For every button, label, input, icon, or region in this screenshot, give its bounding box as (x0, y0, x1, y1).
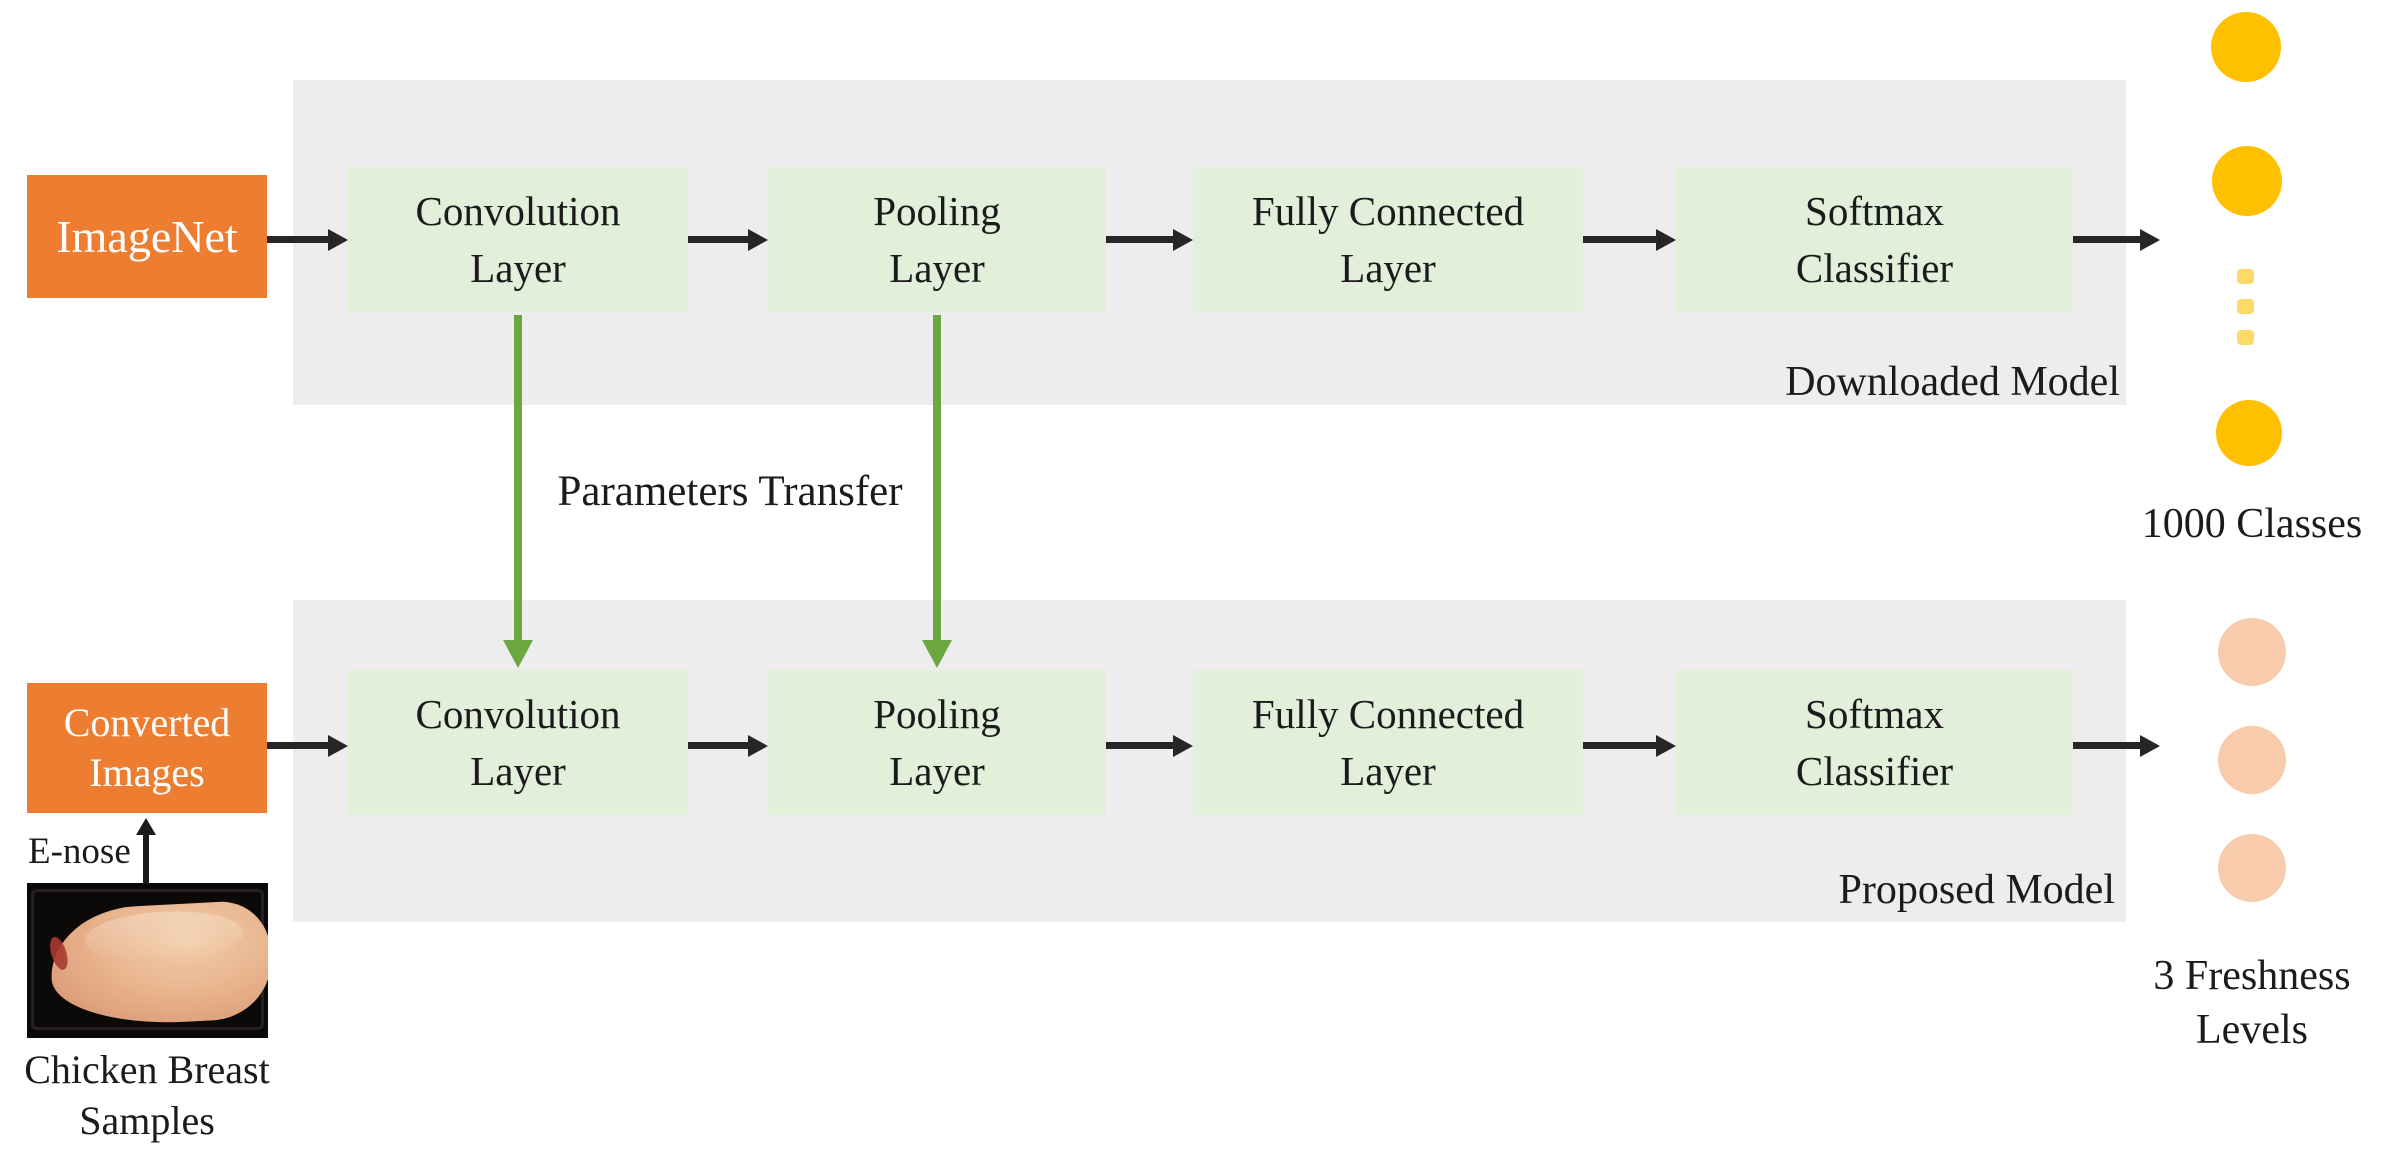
ellipsis-dot-icon (2237, 269, 2254, 284)
class-node-icon (2211, 12, 2281, 82)
flow-arrow-icon (1106, 236, 1173, 243)
downloaded-model-label: Downloaded Model (1785, 359, 2120, 405)
samples-caption: Chicken Breast Samples (24, 1047, 270, 1144)
flow-arrow-icon (688, 236, 748, 243)
proposed-softmax-classifier-box: Softmax Classifier (1676, 670, 2073, 815)
converted-images-input-box: Converted Images (27, 683, 267, 813)
parameters-transfer-arrow-icon (514, 315, 522, 640)
downloaded-convolution-layer-box: Convolution Layer (348, 167, 688, 312)
class-node-icon (2212, 146, 2282, 216)
enose-label: E-nose (28, 831, 131, 872)
flow-arrow-icon (267, 236, 328, 243)
imagenet-input-box: ImageNet (27, 175, 267, 298)
ellipsis-dot-icon (2237, 299, 2254, 314)
parameters-transfer-arrow-icon (933, 315, 941, 640)
flow-arrow-icon (267, 742, 328, 749)
enose-arrow-icon (143, 835, 149, 883)
ellipsis-dot-icon (2237, 330, 2254, 345)
freshness-node-icon (2218, 726, 2286, 794)
flow-arrow-icon (1583, 236, 1656, 243)
flow-arrow-icon (1583, 742, 1656, 749)
parameters-transfer-label: Parameters Transfer (557, 468, 903, 515)
downloaded-softmax-classifier-box: Softmax Classifier (1676, 167, 2073, 312)
freshness-node-icon (2218, 834, 2286, 902)
proposed-convolution-layer-box: Convolution Layer (348, 670, 688, 815)
class-node-icon (2216, 400, 2282, 466)
flow-arrow-icon (2073, 236, 2140, 243)
classes-count-label: 1000 Classes (2141, 501, 2363, 547)
proposed-model-label: Proposed Model (1838, 867, 2116, 913)
proposed-pooling-layer-box: Pooling Layer (768, 670, 1106, 815)
downloaded-pooling-layer-box: Pooling Layer (768, 167, 1106, 312)
chicken-breast-photo (27, 883, 268, 1038)
freshness-node-icon (2218, 618, 2286, 686)
freshness-levels-label: 3 Freshness Levels (2153, 953, 2351, 1053)
flow-arrow-icon (688, 742, 748, 749)
downloaded-fully-connected-layer-box: Fully Connected Layer (1193, 167, 1583, 312)
flow-arrow-icon (1106, 742, 1173, 749)
flow-arrow-icon (2073, 742, 2140, 749)
proposed-fully-connected-layer-box: Fully Connected Layer (1193, 670, 1583, 815)
